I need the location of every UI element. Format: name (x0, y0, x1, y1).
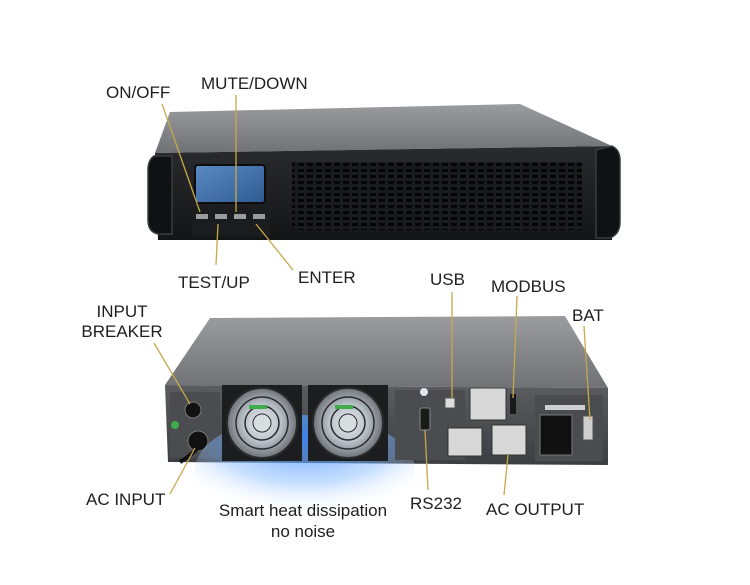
front-vent-grille (292, 162, 582, 230)
label-ac-output: AC OUTPUT (486, 500, 585, 519)
input-breaker[interactable] (184, 401, 202, 419)
label-usb: USB (430, 270, 465, 289)
front-unit-top-cover (155, 104, 612, 153)
power-cord (178, 446, 200, 464)
label-ac-input: AC INPUT (86, 490, 166, 509)
caption-heat-dissipation: Smart heat dissipation no noise (200, 500, 406, 542)
label-modbus: MODBUS (491, 277, 566, 296)
front-button-strip (192, 208, 270, 236)
label-input-breaker: INPUT BREAKER (72, 302, 172, 342)
label-input-breaker-line1: INPUT (96, 302, 148, 321)
label-enter: ENTER (298, 268, 356, 287)
cooling-fan-right (308, 385, 388, 461)
ac-input-socket[interactable] (187, 430, 209, 452)
battery-terminal (582, 415, 594, 441)
enter-button[interactable] (253, 214, 265, 219)
caption-line2: no noise (270, 522, 336, 541)
rear-unit-top-cover (165, 316, 608, 388)
ground-indicator (171, 421, 179, 429)
front-ups-unit (147, 104, 621, 240)
ac-output-socket-3[interactable] (491, 424, 527, 456)
battery-label-plate (545, 405, 585, 410)
ac-output-socket-2[interactable] (447, 427, 483, 457)
label-input-breaker-line2: BREAKER (81, 322, 163, 341)
caption-line1: Smart heat dissipation (218, 501, 388, 520)
screw-icon (420, 388, 428, 396)
ac-output-socket-1[interactable] (469, 387, 507, 421)
modbus-port[interactable] (510, 394, 516, 414)
label-on-off: ON/OFF (106, 83, 171, 102)
front-pointer-lines (161, 95, 294, 271)
usb-port[interactable] (444, 397, 456, 409)
label-test-up: TEST/UP (178, 273, 250, 292)
left-rack-handle (147, 155, 173, 235)
test-up-button[interactable] (215, 214, 227, 219)
rear-ups-unit (165, 316, 608, 525)
label-mute-down: MUTE/DOWN (201, 74, 308, 93)
mute-down-button[interactable] (234, 214, 246, 219)
lcd-display (194, 164, 266, 204)
battery-connector[interactable] (539, 414, 573, 456)
cooling-fan-left (222, 385, 302, 461)
label-rs232: RS232 (410, 494, 462, 513)
rs232-port[interactable] (419, 407, 431, 431)
rear-pointer-lines (153, 292, 591, 496)
on-off-button[interactable] (196, 214, 208, 219)
label-bat: BAT (572, 306, 604, 325)
right-rack-handle (595, 145, 621, 239)
